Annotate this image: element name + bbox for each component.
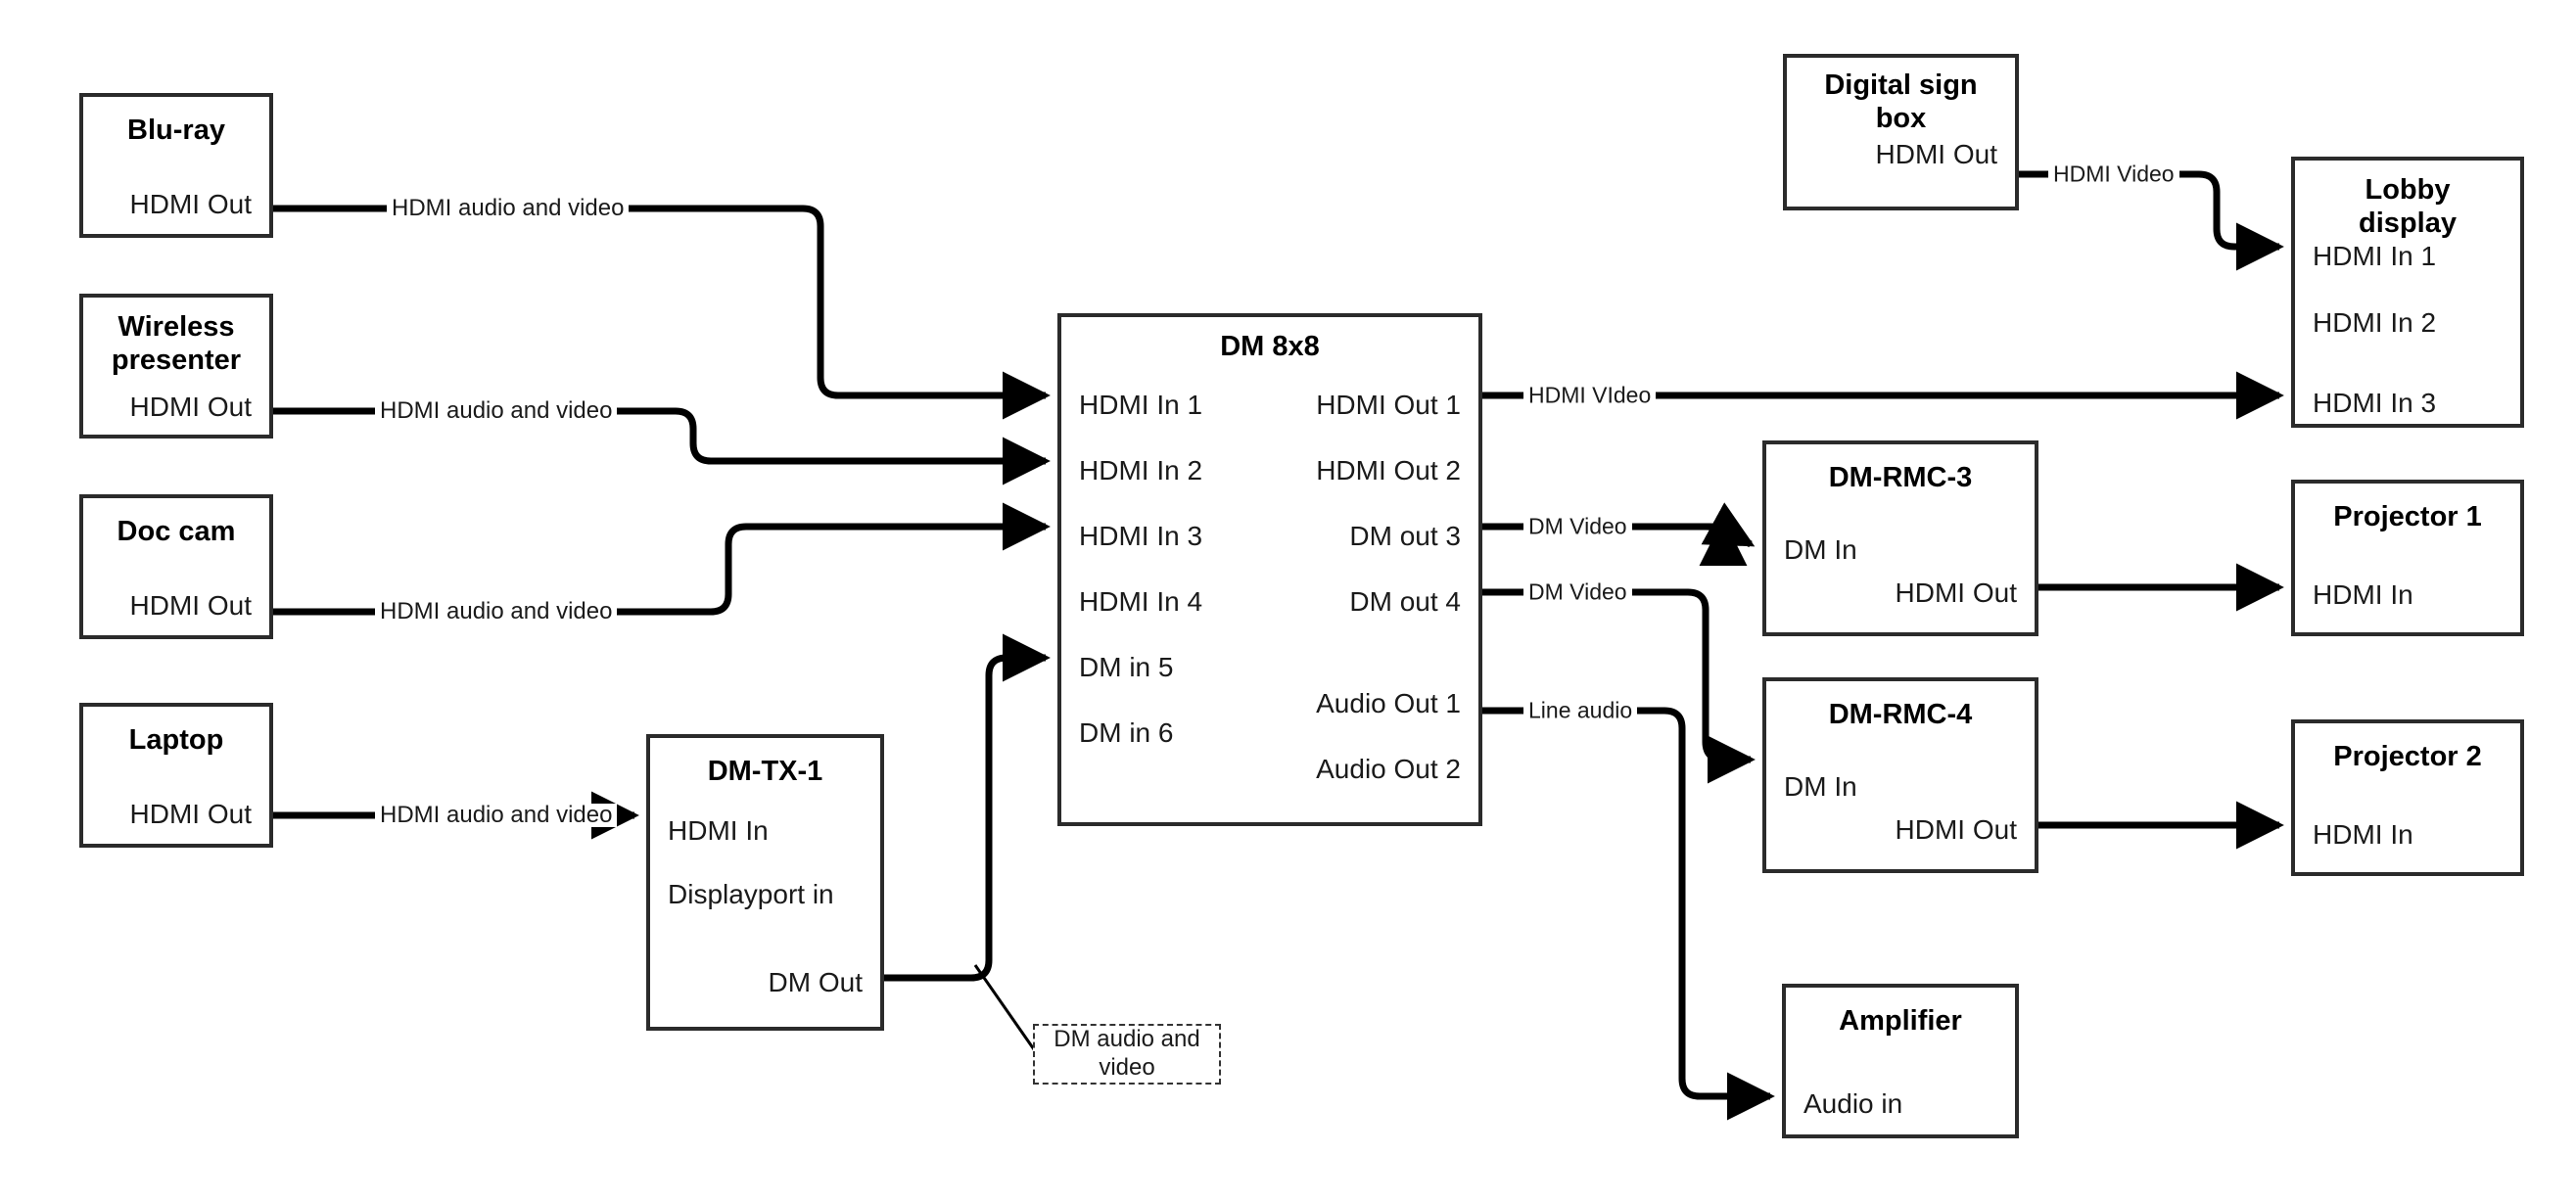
- port-dm-8x8-audio-out-1: Audio Out 1: [1316, 688, 1461, 718]
- wire-dm-out-4-to-rmc4: [1482, 588, 1756, 784]
- port-lobby-display-hdmi-in-1: HDMI In 1: [2313, 241, 2437, 271]
- port-projector-2-hdmi-in: HDMI In: [2313, 819, 2413, 850]
- wire-bluray-to-hdmi-in-1: [273, 205, 1051, 420]
- port-lobby-display-hdmi-in-2: HDMI In 2: [2313, 307, 2437, 338]
- node-bluray-title: Blu-ray: [127, 115, 225, 146]
- node-dm-8x8-title: DM 8x8: [1220, 331, 1320, 362]
- port-dm-8x8-dm-in-6: DM in 6: [1079, 717, 1174, 748]
- node-doc-cam-title: Doc cam: [117, 516, 236, 547]
- node-dm-rmc-3-title: DM-RMC-3: [1828, 462, 1973, 493]
- port-dm-tx-1-dm-out: DM Out: [768, 967, 863, 997]
- port-dm-tx-1-hdmi-in: HDMI In: [668, 815, 769, 846]
- callout-leader-line: [973, 964, 1038, 1053]
- port-dm-8x8-dm-out-4: DM out 4: [1349, 586, 1461, 617]
- wire-label-audio-out-1-to-amp: Line audio: [1523, 699, 1638, 722]
- wire-dmtx-out-to-dm-in-5: [884, 633, 1051, 982]
- wire-dm-out-3-elbow: [1664, 502, 1756, 548]
- node-dm-rmc-4-title: DM-RMC-4: [1828, 699, 1973, 730]
- wire-label-dm-out-3-to-rmc3: DM Video: [1523, 515, 1632, 538]
- port-amplifier-audio-in: Audio in: [1803, 1088, 1903, 1119]
- node-amplifier[interactable]: Amplifier Audio in: [1782, 984, 2019, 1138]
- port-dm-tx-1-displayport-in: Displayport in: [668, 879, 834, 909]
- node-digital-sign-box-title: Digital sign box: [1824, 69, 1978, 134]
- port-dm-8x8-hdmi-out-1: HDMI Out 1: [1316, 390, 1461, 420]
- wire-label-bluray-to-dm: HDMI audio and video: [387, 197, 630, 220]
- wire-label-wireless-to-dm: HDMI audio and video: [375, 399, 618, 423]
- wire-label-laptop-to-tx: HDMI audio and video: [375, 804, 618, 827]
- port-dm-rmc-3-dm-in: DM In: [1784, 534, 1857, 565]
- port-dm-8x8-hdmi-in-4: HDMI In 4: [1079, 586, 1203, 617]
- node-bluray[interactable]: Blu-ray HDMI Out: [79, 93, 273, 238]
- port-dm-8x8-hdmi-out-2: HDMI Out 2: [1316, 455, 1461, 485]
- node-doc-cam[interactable]: Doc cam HDMI Out: [79, 494, 273, 639]
- node-projector-2[interactable]: Projector 2 HDMI In: [2291, 719, 2524, 876]
- node-dm-tx-1[interactable]: DM-TX-1 HDMI In Displayport in DM Out: [646, 734, 884, 1031]
- wire-label-signbox-to-lobby: HDMI Video: [2048, 162, 2179, 186]
- node-digital-sign-box[interactable]: Digital sign box HDMI Out: [1783, 54, 2019, 210]
- node-wireless-presenter-title: Wireless presenter: [111, 311, 242, 376]
- port-dm-8x8-dm-in-5: DM in 5: [1079, 652, 1174, 682]
- port-dm-8x8-hdmi-in-2: HDMI In 2: [1079, 455, 1203, 485]
- port-dm-rmc-4-hdmi-out: HDMI Out: [1895, 814, 2017, 845]
- node-projector-1-title: Projector 1: [2333, 501, 2482, 532]
- node-laptop-title: Laptop: [128, 724, 224, 756]
- port-projector-1-hdmi-in: HDMI In: [2313, 579, 2413, 610]
- node-dm-tx-1-title: DM-TX-1: [707, 756, 823, 787]
- node-laptop[interactable]: Laptop HDMI Out: [79, 703, 273, 848]
- node-amplifier-title: Amplifier: [1839, 1005, 1962, 1037]
- port-wireless-presenter-hdmi-out: HDMI Out: [129, 392, 252, 422]
- wire-label-doccam-to-dm: HDMI audio and video: [375, 600, 618, 624]
- port-laptop-hdmi-out: HDMI Out: [129, 799, 252, 829]
- node-lobby-display[interactable]: Lobby display HDMI In 1 HDMI In 2 HDMI I…: [2291, 157, 2524, 428]
- node-wireless-presenter[interactable]: Wireless presenter HDMI Out: [79, 294, 273, 439]
- node-projector-1[interactable]: Projector 1 HDMI In: [2291, 480, 2524, 636]
- node-dm-8x8[interactable]: DM 8x8 HDMI In 1 HDMI In 2 HDMI In 3 HDM…: [1057, 313, 1482, 826]
- port-dm-8x8-hdmi-in-1: HDMI In 1: [1079, 390, 1203, 420]
- node-dm-rmc-4[interactable]: DM-RMC-4 DM In HDMI Out: [1762, 677, 2038, 873]
- callout-dm-audio-and-video: DM audio and video: [1033, 1024, 1221, 1085]
- node-dm-rmc-3[interactable]: DM-RMC-3 DM In HDMI Out: [1762, 440, 2038, 636]
- port-dm-rmc-3-hdmi-out: HDMI Out: [1895, 577, 2017, 608]
- wire-label-hdmi-out-1-to-lobby: HDMI VIdeo: [1523, 384, 1657, 407]
- port-dm-rmc-4-dm-in: DM In: [1784, 771, 1857, 802]
- node-lobby-display-title: Lobby display: [2359, 174, 2457, 239]
- port-bluray-hdmi-out: HDMI Out: [129, 189, 252, 219]
- wire-label-dm-out-4-to-rmc4: DM Video: [1523, 580, 1632, 604]
- port-dm-8x8-audio-out-2: Audio Out 2: [1316, 754, 1461, 784]
- port-lobby-display-hdmi-in-3: HDMI In 3: [2313, 388, 2437, 418]
- wire-audio-out-1-to-amplifier: [1482, 707, 1775, 1121]
- port-dm-8x8-dm-out-3: DM out 3: [1349, 521, 1461, 551]
- port-digital-sign-box-hdmi-out: HDMI Out: [1875, 139, 1997, 169]
- port-dm-8x8-hdmi-in-3: HDMI In 3: [1079, 521, 1203, 551]
- port-doc-cam-hdmi-out: HDMI Out: [129, 590, 252, 621]
- node-projector-2-title: Projector 2: [2333, 741, 2482, 772]
